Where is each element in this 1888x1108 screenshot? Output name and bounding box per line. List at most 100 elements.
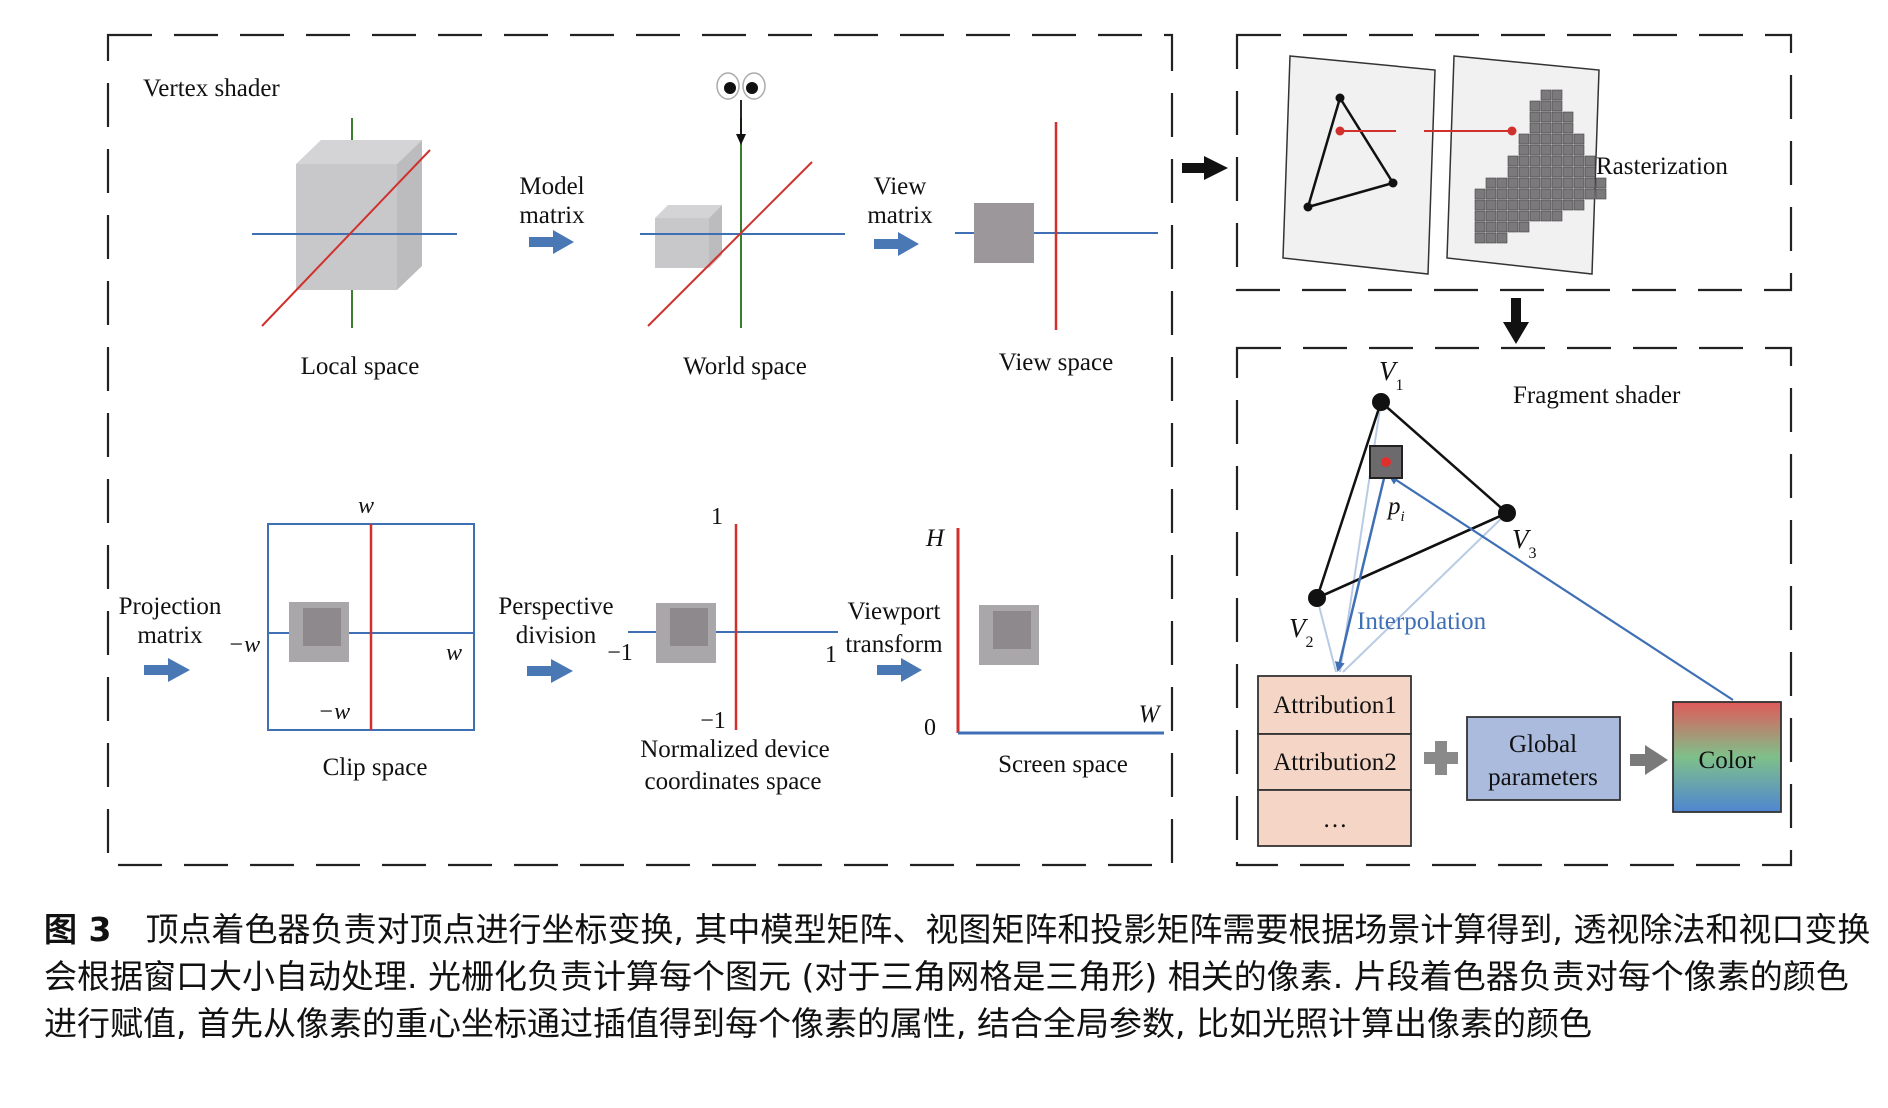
raster-pixel — [1529, 111, 1541, 123]
rasterization-panel — [1235, 33, 1793, 292]
vertex-v2-label: V2 — [1289, 613, 1314, 651]
raster-pixel — [1551, 188, 1563, 200]
raster-pixel — [1507, 177, 1519, 189]
raster-pixel — [1518, 188, 1530, 200]
raster-pixel — [1518, 210, 1530, 222]
raster-pixel — [1496, 232, 1508, 244]
model-matrix-label-2: matrix — [519, 202, 585, 229]
raster-pixel — [1496, 199, 1508, 211]
raster-pixel — [1584, 155, 1596, 167]
vertex-to-raster-arrow — [1182, 156, 1228, 180]
raster-pixel — [1518, 133, 1530, 145]
caption-text: 顶点着色器负责对顶点进行坐标变换, 其中模型矩阵、视图矩阵和投影矩阵需要根据场景… — [44, 910, 1871, 1043]
raster-pixel — [1529, 155, 1541, 167]
global-parameters-label-2: parameters — [1488, 764, 1598, 791]
vertex-v1-label: V1 — [1379, 356, 1404, 394]
raster-pixel — [1562, 111, 1574, 123]
raster-pixel — [1540, 199, 1552, 211]
raster-pixel — [1573, 199, 1585, 211]
view-matrix-label-2: matrix — [867, 202, 933, 229]
model-matrix-arrow — [529, 230, 574, 254]
ndc-space-label-2: coordinates space — [644, 768, 821, 795]
perspective-division-label-2: division — [516, 622, 597, 649]
interpolation-label: Interpolation — [1357, 608, 1487, 635]
raster-pixel — [1529, 177, 1541, 189]
raster-pixel — [1507, 155, 1519, 167]
raster-pixel — [1551, 111, 1563, 123]
view-matrix-label-1: View — [874, 173, 927, 200]
raster-ray — [1335, 126, 1517, 136]
raster-pixel — [1518, 199, 1530, 211]
raster-pixel — [1540, 122, 1552, 134]
raster-pixel — [1529, 144, 1541, 156]
projection-matrix-arrow — [144, 658, 190, 682]
raster-pixel — [1485, 177, 1497, 189]
raster-pixel — [1573, 133, 1585, 145]
view-space-figure — [955, 122, 1158, 330]
ndc-space-label-1: Normalized device — [640, 736, 830, 763]
raster-pixel — [1551, 133, 1563, 145]
screen-axis-origin: 0 — [924, 715, 936, 741]
raster-pixel — [1474, 221, 1486, 233]
raster-pixel — [1529, 166, 1541, 178]
raster-pixel — [1529, 188, 1541, 200]
clip-axis-right: w — [446, 640, 462, 666]
local-space-label: Local space — [301, 353, 420, 380]
fragment-shader-title: Fragment shader — [1513, 382, 1681, 409]
raster-pixel — [1485, 232, 1497, 244]
raster-pixel — [1562, 166, 1574, 178]
ndc-axis-top: 1 — [711, 504, 723, 530]
clip-axis-bottom: −w — [318, 699, 350, 725]
raster-pixel — [1573, 188, 1585, 200]
raster-pixel — [1507, 188, 1519, 200]
screen-space-label: Screen space — [998, 751, 1128, 778]
raster-pixel — [1518, 221, 1530, 233]
raster-pixel — [1507, 221, 1519, 233]
raster-pixel — [1529, 122, 1541, 134]
raster-pixel — [1496, 221, 1508, 233]
ndc-axis-right: 1 — [825, 642, 837, 668]
raster-pixel — [1562, 199, 1574, 211]
clip-axis-left: −w — [228, 632, 260, 658]
ndc-axis-bottom: −1 — [700, 708, 726, 734]
clip-space-label: Clip space — [323, 754, 428, 781]
raster-pixel — [1518, 144, 1530, 156]
raster-pixel — [1540, 133, 1552, 145]
projection-matrix-label-2: matrix — [137, 622, 203, 649]
fragment-shader-panel — [1235, 346, 1793, 867]
raster-pixel — [1485, 199, 1497, 211]
vertex-v3-label: V3 — [1512, 524, 1537, 562]
plus-icon — [1424, 741, 1458, 775]
raster-pixel — [1507, 199, 1519, 211]
raster-pixel — [1595, 177, 1607, 189]
raster-pixel — [1518, 177, 1530, 189]
raster-pixel — [1474, 232, 1486, 244]
raster-pixel — [1496, 188, 1508, 200]
raster-pixel — [1584, 188, 1596, 200]
viewport-transform-label-2: transform — [845, 631, 943, 658]
viewport-transform-arrow — [877, 658, 922, 682]
fragment-triangle — [1308, 393, 1734, 701]
raster-pixel — [1562, 188, 1574, 200]
raster-pixel — [1507, 210, 1519, 222]
raster-pixel — [1540, 155, 1552, 167]
triangle-plane — [1282, 55, 1436, 275]
raster-pixel — [1485, 221, 1497, 233]
raster-pixel — [1474, 188, 1486, 200]
raster-pixel — [1507, 166, 1519, 178]
clip-space-figure — [267, 523, 475, 731]
global-parameters-box — [1466, 716, 1621, 801]
local-space-figure — [252, 118, 457, 328]
raster-pixel — [1573, 166, 1585, 178]
raster-to-fragment-arrow — [1503, 298, 1529, 344]
raster-pixel — [1551, 166, 1563, 178]
eyes-icon — [716, 72, 766, 145]
view-space-label: View space — [999, 349, 1113, 376]
world-space-label: World space — [683, 353, 807, 380]
caption-figure-number: 图 3 — [44, 910, 112, 949]
raster-pixel — [1573, 155, 1585, 167]
raster-pixel — [1540, 210, 1552, 222]
raster-pixel — [1551, 199, 1563, 211]
raster-pixel — [1529, 133, 1541, 145]
ndc-space-figure — [628, 524, 838, 730]
